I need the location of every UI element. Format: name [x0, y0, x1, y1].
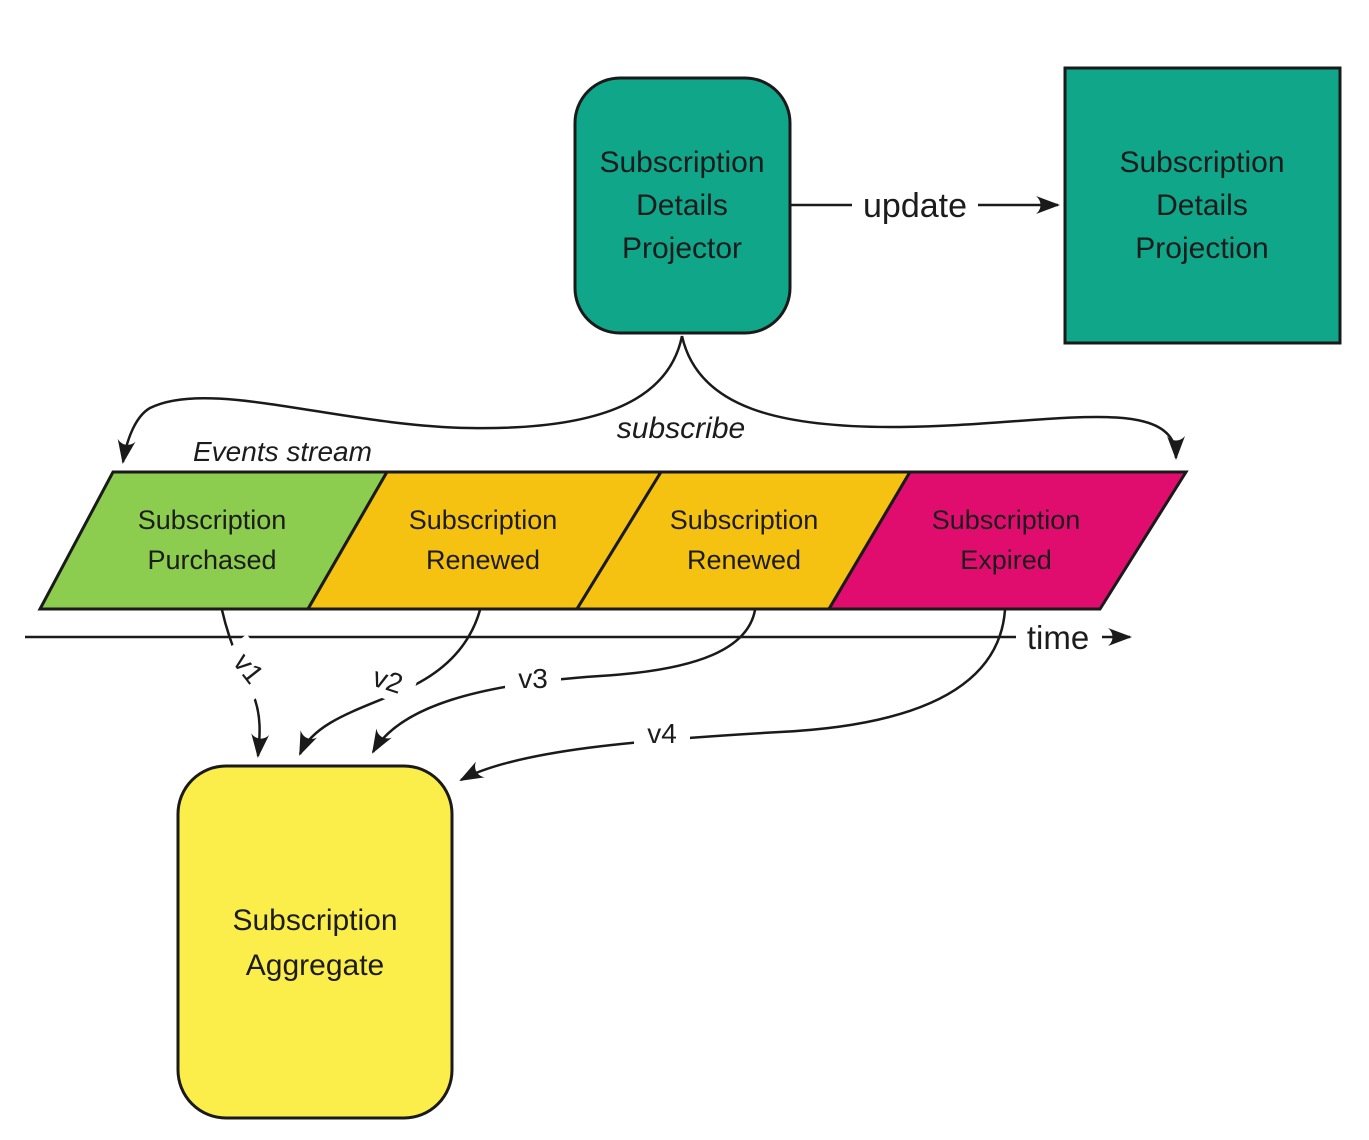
event-segment-expired [826, 470, 1189, 611]
projector-label-line3: Projector [622, 232, 742, 265]
time-label-mask [1016, 615, 1102, 659]
version-label-v3-group: v3 [505, 659, 561, 697]
projection-label-line2: Details [1156, 189, 1248, 222]
event-renewed2-line2: Renewed [687, 545, 801, 575]
time-label: time [1027, 619, 1089, 656]
aggregate-label-line1: Subscription [232, 904, 397, 937]
version-label-v3: v3 [518, 663, 548, 694]
event-renewed1-line1: Subscription [409, 505, 558, 535]
event-expired-line2: Expired [960, 545, 1052, 575]
version-label-v4-group: v4 [634, 714, 690, 752]
event-expired-line1: Subscription [932, 505, 1081, 535]
subscribe-arrow-left [117, 335, 684, 464]
event-renewed2-line1: Subscription [670, 505, 819, 535]
event-renewed1-line2: Renewed [426, 545, 540, 575]
version-label-v1-group: v1 [216, 634, 282, 702]
version-label-v2-group: v2 [355, 653, 421, 707]
event-purchased-line2: Purchased [147, 545, 276, 575]
projection-box [1063, 66, 1342, 345]
version-arrow-v3 [371, 609, 757, 754]
update-label-mask [852, 182, 978, 228]
event-purchased-line1: Subscription [138, 505, 287, 535]
aggregate-label-line2: Aggregate [246, 949, 384, 982]
projection-label-line3: Projection [1135, 232, 1268, 265]
subscribe-label: subscribe [617, 412, 745, 445]
subscribe-arrow-right [680, 335, 1185, 460]
aggregate-box [176, 764, 454, 1120]
projector-label-line1: Subscription [599, 146, 764, 179]
update-label: update [863, 187, 967, 225]
version-arrow-v4 [459, 609, 1007, 782]
events-stream-label: Events stream [193, 436, 372, 467]
projector-label-line2: Details [636, 189, 728, 222]
version-label-v4: v4 [647, 718, 677, 749]
projection-label-line1: Subscription [1119, 146, 1284, 179]
